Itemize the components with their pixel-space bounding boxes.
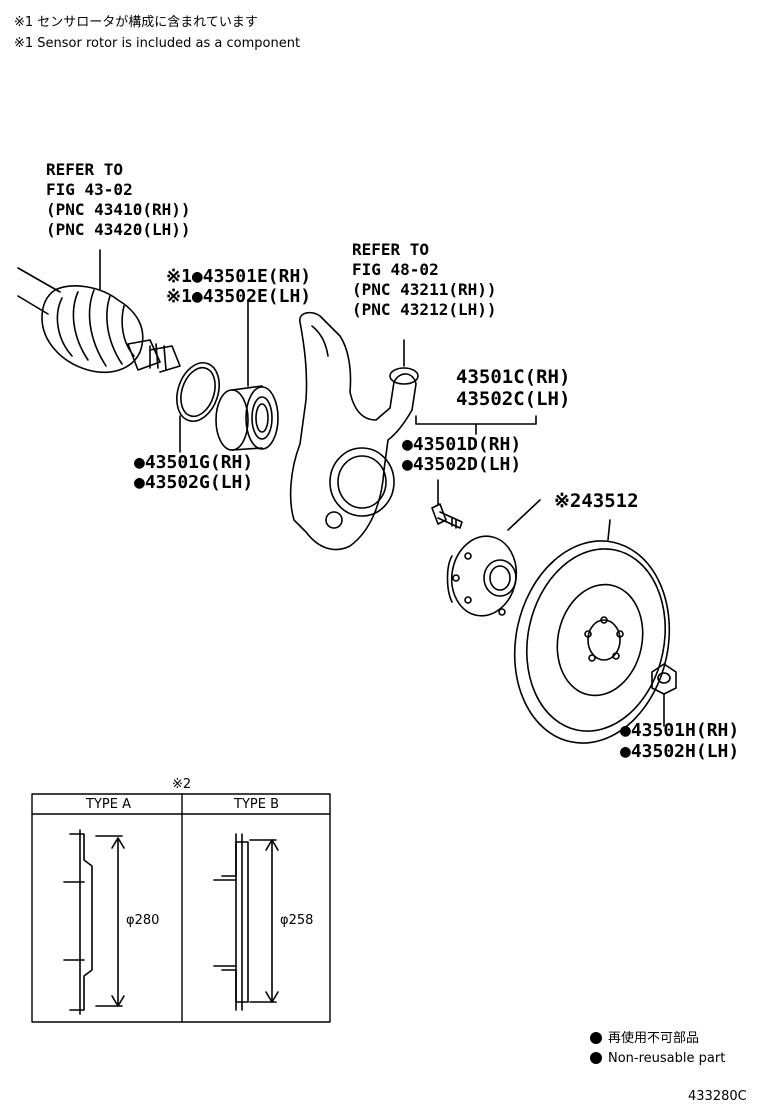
refer-left-line4: (PNC 43420(LH))	[46, 220, 191, 239]
part-43502D: ●43502D(LH)	[402, 454, 522, 475]
drive-shaft-boot	[17, 249, 181, 374]
note-line-en: ※1 Sensor rotor is included as a compone…	[14, 36, 301, 51]
part-43502E: ※1●43502E(LH)	[166, 286, 312, 307]
figure-code: 433280C	[688, 1089, 747, 1104]
steering-knuckle	[289, 311, 419, 551]
refer-mid-line2: FIG 48-02	[352, 260, 439, 279]
part-43501D: ●43501D(RH)	[402, 434, 522, 455]
refer-mid-line1: REFER TO	[352, 240, 430, 259]
axle-hub	[446, 499, 541, 617]
part-43502G: ●43502G(LH)	[134, 472, 254, 493]
part-43512-disc: ※243512	[554, 490, 639, 512]
type-a-diameter: φ280	[126, 913, 160, 928]
part-43501C: 43501C(RH)	[456, 366, 571, 388]
part-43501G: ●43501G(RH)	[134, 452, 254, 473]
refer-left-line1: REFER TO	[46, 160, 124, 179]
refer-left-line3: (PNC 43410(RH))	[46, 200, 191, 219]
legend-dot-jp	[590, 1032, 602, 1044]
legend-text-jp: 再使用不可部品	[608, 1031, 700, 1046]
legend-text-en: Non-reusable part	[608, 1051, 726, 1066]
part-43501E: ※1●43501E(RH)	[166, 266, 312, 287]
part-43501H: ●43501H(RH)	[620, 720, 740, 741]
part-43502H: ●43502H(LH)	[620, 741, 740, 762]
refer-left-line2: FIG 43-02	[46, 180, 133, 199]
type-table-frame	[31, 793, 331, 1023]
part-43502C: 43502C(LH)	[456, 388, 571, 410]
hub-bolt	[431, 479, 463, 529]
leader-bracket	[415, 415, 537, 435]
hub-nut	[651, 663, 677, 727]
type-table-marker: ※2	[172, 777, 192, 792]
snap-ring	[176, 362, 220, 453]
refer-mid-line4: (PNC 43212(LH))	[352, 300, 497, 319]
type-a-header: TYPE A	[86, 797, 131, 812]
legend-dot-en	[590, 1052, 602, 1064]
type-b-section	[213, 833, 279, 1011]
refer-mid-line3: (PNC 43211(RH))	[352, 280, 497, 299]
hub-bearing	[215, 299, 279, 451]
type-b-diameter: φ258	[280, 913, 314, 928]
disc-rotor	[513, 519, 671, 744]
type-b-header: TYPE B	[234, 797, 279, 812]
note-line-jp: ※1 センサロータが構成に含まれています	[14, 15, 258, 30]
type-a-section	[63, 829, 125, 1015]
